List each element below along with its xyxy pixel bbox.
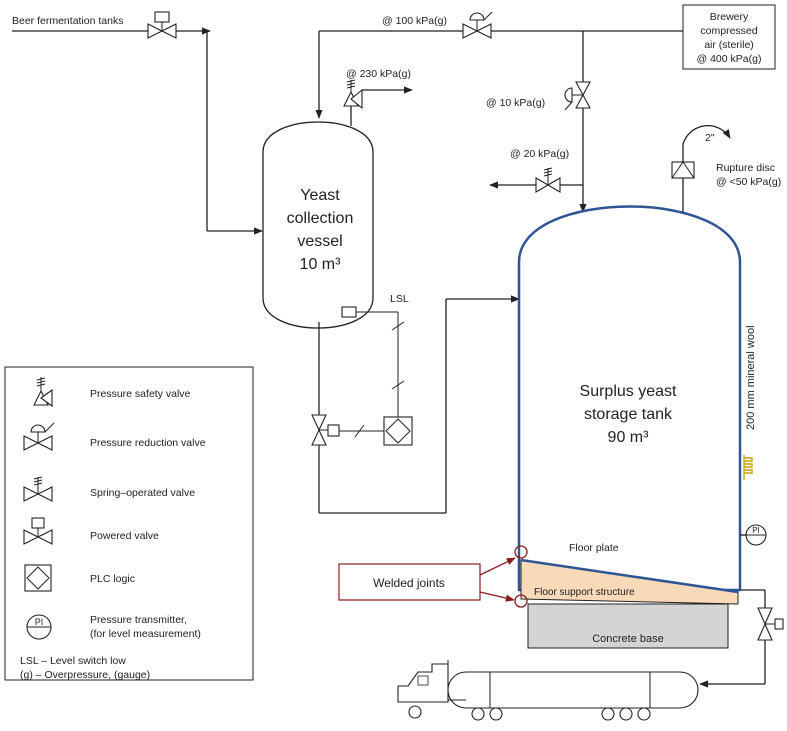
beer-inlet-powered-valve	[147, 11, 177, 39]
floor-plate-label: Floor plate	[569, 542, 619, 554]
storage-tank	[517, 205, 742, 592]
drain-line	[699, 589, 766, 688]
svg-text:collection: collection	[287, 210, 354, 227]
pressure-safety-valve-230	[343, 79, 363, 110]
svg-text:PI: PI	[35, 617, 44, 627]
compressed-air-source-label: Brewery compressed air (sterile) @ 400 k…	[697, 11, 762, 65]
yeast-vessel-label: Yeast collection vessel 10 m³	[287, 187, 354, 273]
legend: Pressure safety valve Pressure reduction…	[4, 366, 254, 681]
weld-joint-bottom	[514, 594, 528, 608]
pressure-transmitter: PI	[740, 524, 767, 546]
pressure-label-10: @ 10 kPa(g)	[486, 97, 545, 109]
rupture-disc-label-2: @ <50 kPa(g)	[716, 176, 781, 188]
compressed-air-source-box	[682, 4, 776, 70]
spring-operated-valve-20	[535, 167, 561, 193]
floor-support-label: Floor support structure	[534, 587, 635, 598]
svg-text:Yeast: Yeast	[300, 187, 340, 204]
legend-spring-valve-icon	[23, 476, 53, 502]
insulation-symbol	[743, 455, 753, 480]
legend-pt-label-1: Pressure transmitter,	[90, 614, 187, 626]
lsl-signal-lines	[339, 311, 405, 438]
legend-note-gauge: (g) – Overpressure, (gauge)	[20, 669, 150, 681]
pressure-label-20: @ 20 kPa(g)	[510, 148, 569, 160]
pressure-label-230: @ 230 kPa(g)	[346, 68, 411, 80]
legend-prv-label: Pressure reduction valve	[90, 437, 206, 449]
tanker-truck-icon	[397, 660, 699, 721]
svg-text:10 m³: 10 m³	[300, 256, 342, 273]
rupture-disc	[671, 125, 731, 179]
floor-plate	[520, 558, 739, 594]
legend-psv-label: Pressure safety valve	[90, 388, 191, 400]
svg-text:PI: PI	[752, 526, 760, 535]
pressure-reduction-valve-10	[564, 81, 591, 111]
svg-text:compressed: compressed	[700, 25, 757, 37]
storage-tank-label: Surplus yeast storage tank 90 m³	[580, 383, 677, 446]
transfer-lines	[318, 295, 520, 514]
concrete-base	[527, 603, 729, 649]
lsl-label: LSL	[390, 293, 409, 305]
level-switch-low	[341, 306, 362, 318]
legend-powered-valve-label: Powered valve	[90, 530, 159, 542]
drain-valve	[757, 607, 784, 641]
svg-text:Brewery: Brewery	[710, 11, 749, 23]
concrete-base-label: Concrete base	[592, 633, 664, 645]
legend-note-lsl: LSL – Level switch low	[20, 655, 126, 667]
legend-plc-label: PLC logic	[90, 573, 135, 585]
insulation-label: 200 mm mineral wool	[745, 325, 757, 430]
legend-pt-label-2: (for level measurement)	[90, 628, 201, 640]
beer-inlet-line	[12, 27, 263, 235]
yeast-collection-vessel	[262, 121, 374, 329]
pressure-reduction-valve-100	[462, 11, 493, 39]
plc-logic-box	[383, 416, 413, 446]
rupture-disc-size-label: 2"	[705, 132, 715, 144]
legend-spring-valve-label: Spring–operated valve	[90, 487, 195, 499]
welded-joints-label: Welded joints	[373, 576, 445, 590]
welded-joints-box	[338, 563, 481, 601]
legend-pressure-transmitter-icon: PI	[26, 614, 52, 640]
svg-text:Surplus yeast: Surplus yeast	[580, 383, 677, 400]
legend-psv-icon	[33, 377, 53, 408]
pressure-label-100: @ 100 kPa(g)	[382, 15, 447, 27]
compressed-air-main-line	[315, 30, 683, 213]
legend-plc-icon	[24, 564, 52, 592]
svg-text:storage tank: storage tank	[584, 406, 673, 423]
svg-text:@ 400 kPa(g): @ 400 kPa(g)	[697, 53, 762, 65]
vent-lines	[350, 86, 684, 212]
legend-prv-icon	[23, 422, 55, 451]
svg-text:air (sterile): air (sterile)	[704, 39, 754, 51]
svg-text:vessel: vessel	[297, 233, 342, 250]
legend-powered-valve-icon	[23, 517, 53, 545]
weld-joint-top	[514, 545, 528, 559]
rupture-disc-label-1: Rupture disc	[716, 162, 775, 174]
svg-text:90 m³: 90 m³	[608, 429, 650, 446]
beer-tanks-label: Beer fermentation tanks	[12, 15, 123, 27]
vessel-outlet-powered-valve	[311, 414, 340, 446]
